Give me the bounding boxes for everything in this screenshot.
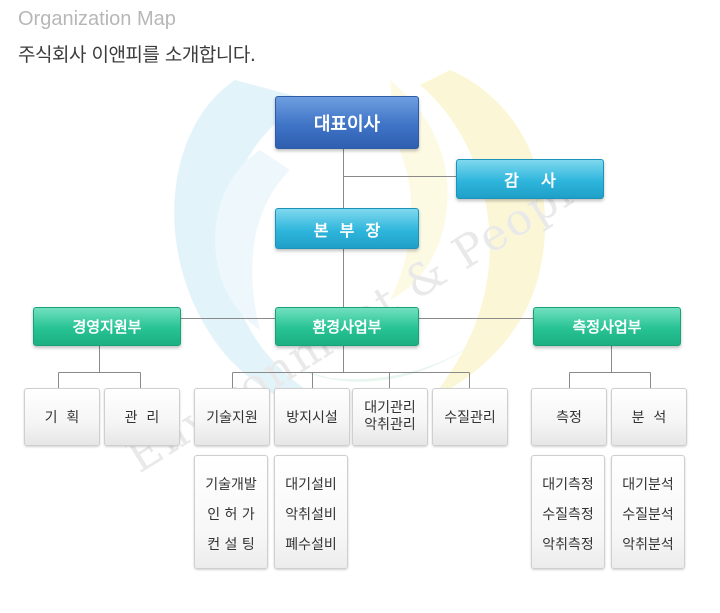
division-environment: 환경사업부 [275,307,419,346]
team-water-mgmt: 수질관리 [432,388,508,446]
sublist-prevention-facility: 대기설비 악취설비 폐수설비 [274,455,348,569]
sub-item: 대기설비 [285,477,337,493]
team-analysis-label: 분 석 [631,410,667,426]
sub-item: 기술개발 [205,477,257,493]
division-measurement: 측정사업부 [533,307,681,346]
sub-item: 악취측정 [542,537,594,553]
auditor-label: 감 사 [504,171,556,190]
sub-item: 악취설비 [285,507,337,523]
director-label: 본 부 장 [313,220,381,240]
team-analysis: 분 석 [611,388,687,446]
team-measurement-label: 측정 [556,410,582,426]
page-subtitle-ko: 주식회사 이앤피를 소개합니다. [18,44,256,66]
team-admin: 관 리 [104,388,180,446]
team-water-mgmt-label: 수질관리 [444,410,496,426]
page-title-en: Organization Map [18,8,176,30]
team-prevention-facility-label: 방지시설 [286,410,338,426]
sub-item: 악취분석 [622,537,674,553]
sub-item: 수질측정 [542,507,594,523]
sub-item: 수질분석 [622,507,674,523]
team-planning: 기 획 [24,388,100,446]
sublist-analysis: 대기분석 수질분석 악취분석 [611,455,685,569]
auditor-box: 감 사 [456,159,604,199]
team-air-odor-mgmt: 대기관리 악취관리 [352,388,428,446]
sub-item: 대기측정 [542,477,594,493]
sublist-measurement: 대기측정 수질측정 악취측정 [531,455,605,569]
team-measurement: 측정 [531,388,607,446]
team-odor-mgmt-label: 악취관리 [364,417,416,433]
team-planning-label: 기 획 [44,410,80,426]
team-air-mgmt-label: 대기관리 [364,400,416,416]
sublist-tech-support: 기술개발 인 허 가 컨 설 팅 [194,455,268,569]
sub-item: 폐수설비 [285,537,337,553]
director-box: 본 부 장 [275,208,419,249]
team-tech-support-label: 기술지원 [206,410,258,426]
watermark-emblem [174,70,546,413]
team-admin-label: 관 리 [124,410,160,426]
team-tech-support: 기술지원 [194,388,270,446]
sub-item: 대기분석 [622,477,674,493]
division-management: 경영지원부 [33,307,181,346]
sub-item: 인 허 가 [207,507,255,523]
team-prevention-facility: 방지시설 [274,388,350,446]
ceo-box: 대표이사 [275,96,419,149]
sub-item: 컨 설 팅 [207,537,255,553]
